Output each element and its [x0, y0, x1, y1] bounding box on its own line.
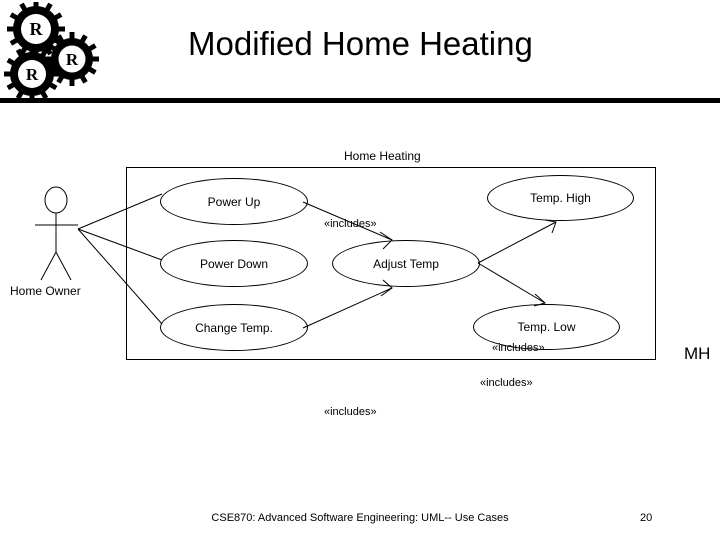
footer-page-number: 20 — [640, 512, 653, 524]
include-label-adjust-temphigh: «includes» — [492, 342, 545, 354]
include-label-adjust-templow: «includes» — [480, 377, 533, 389]
include-label-changetemp-adjust: «includes» — [324, 406, 377, 418]
actor-label: Home Owner — [10, 284, 81, 298]
assoc-owner-changetemp — [77, 228, 163, 325]
use-case-diagram: Home Owner Home Heating Power Up Power D… — [0, 110, 720, 418]
include-changetemp-adjust — [302, 287, 393, 329]
use-case-power-up[interactable]: Power Up — [160, 178, 308, 225]
include-adjust-temphigh — [477, 221, 557, 264]
system-boundary — [126, 167, 656, 360]
include-powerup-adjust — [302, 201, 393, 241]
use-case-temp-low[interactable]: Temp. Low — [473, 304, 620, 350]
page-title: Modified Home Heating — [188, 25, 533, 62]
use-case-power-down[interactable]: Power Down — [160, 240, 308, 287]
use-case-change-temp[interactable]: Change Temp. — [160, 304, 308, 351]
assoc-owner-powerup — [77, 193, 163, 230]
include-adjust-templow — [477, 262, 546, 304]
gears-logo-icon: R — [4, 2, 108, 100]
use-case-temp-high[interactable]: Temp. High — [487, 175, 634, 221]
system-boundary-label: Home Heating — [344, 149, 421, 163]
logo-letter: R — [30, 19, 44, 39]
logo-letter: R — [66, 50, 79, 69]
assoc-owner-powerdown — [77, 228, 163, 261]
logo-letter: R — [26, 65, 39, 84]
diagram-connectors — [35, 186, 557, 329]
footer-text: CSE870: Advanced Software Engineering: U… — [211, 512, 509, 524]
include-label-powerup-adjust: «includes» — [324, 218, 377, 230]
corner-label: MH — [684, 344, 711, 363]
use-case-adjust-temp[interactable]: Adjust Temp — [332, 240, 480, 287]
actor-icon — [35, 186, 78, 281]
header-divider — [0, 98, 720, 103]
